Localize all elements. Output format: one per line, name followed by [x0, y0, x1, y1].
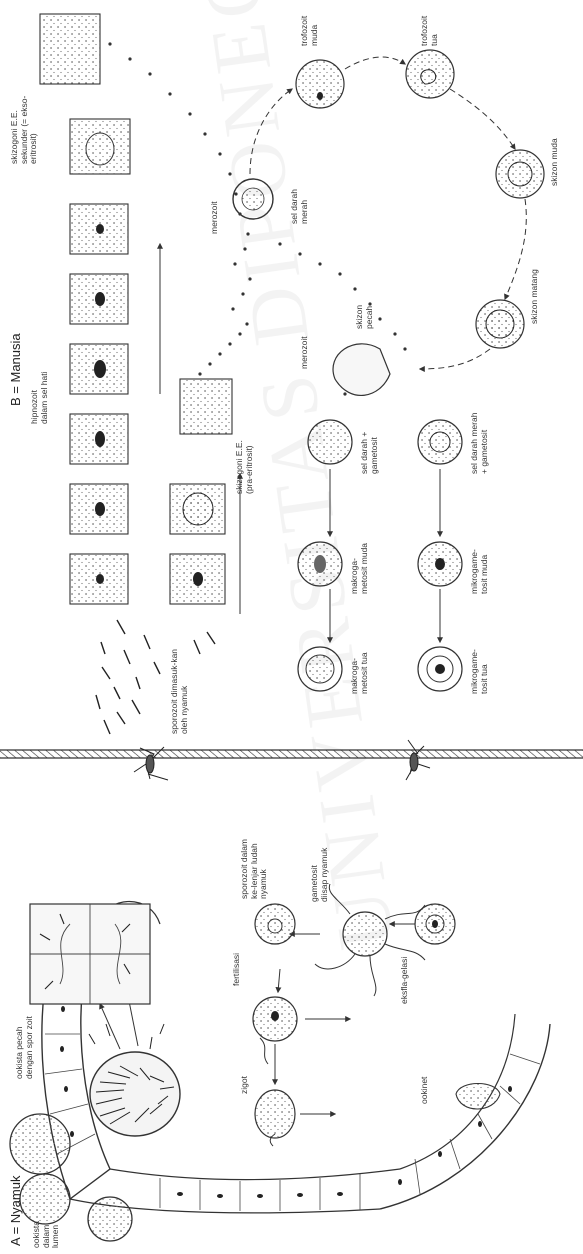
label-sel-darah-merah: sel darah merah: [290, 178, 309, 224]
gametocyte-rows: [298, 420, 462, 691]
boundary-line: [0, 750, 583, 758]
label-ookinet: ookinet: [420, 1060, 430, 1104]
section-b-title: B = Manusia: [8, 333, 23, 406]
sporozoites-injected: [96, 620, 215, 734]
label-merozoit-top: merozoit: [210, 188, 220, 234]
label-skizon-matang: skizon matang: [530, 268, 540, 324]
label-skizogoni-ee-pra: skizogoni E.E. (pra-eritrosit): [235, 426, 254, 494]
section-a-title: A = Nyamuk: [8, 1176, 23, 1246]
label-ookista-lumen: ookista dalam lumen: [32, 1212, 61, 1248]
liver-cells: [40, 14, 240, 614]
label-ookista-pecah: ookista pecah dengan spor zoit: [15, 1009, 34, 1079]
label-trofozoit-tua: trofozoit tua: [420, 2, 439, 46]
label-trofozoit-muda: trofozoit muda: [300, 2, 319, 46]
label-mikrogametosit-tua: mikrogame-tosit tua: [470, 638, 489, 694]
label-makrogametosit-tua: makroga-metosit tua: [350, 638, 369, 694]
label-fertilisasi: fertilisasi: [232, 938, 242, 986]
label-sporozoit-masuk: sporozoit dimasuk-kan oleh nyamuk: [170, 644, 189, 734]
label-skizon-pecah: skizon pecah: [355, 281, 374, 329]
label-hipnozoit: hipnozoit dalam sel hati: [30, 368, 49, 424]
label-skizogoni-ee-sekunder: skizogoni E.E. sekunder (= ekso-eritrosi…: [10, 94, 39, 164]
label-merozoit-mid: merozoit: [300, 323, 310, 369]
label-sporozoit-kelenjar: sporozoit dalam ke-lenjar ludah nyamuk: [240, 839, 269, 899]
label-sel-darah-gametosit: sel darah + gametosit: [360, 414, 379, 474]
salivary-gland: [30, 904, 150, 1004]
mosquito-icons: [134, 740, 430, 780]
label-eksflagelasi: eksfla-gelasi: [400, 954, 410, 1004]
label-sel-darah-merah-gametosit: sel darah merah + gametosit: [470, 410, 489, 474]
label-gametosit-nyamuk: gametosit diisap nyamuk: [310, 844, 329, 902]
label-mikrogametosit-muda: mikrogame-tosit muda: [470, 534, 489, 594]
merozoite-cell: [233, 179, 273, 219]
ruptured-oocyst: [89, 996, 180, 1136]
label-skizon-muda: skizon muda: [550, 136, 560, 186]
label-zigot: zigot: [240, 1054, 250, 1094]
label-makrogametosit-muda: makroga-metosit muda: [350, 534, 369, 594]
zygote-stages: [253, 884, 500, 1146]
